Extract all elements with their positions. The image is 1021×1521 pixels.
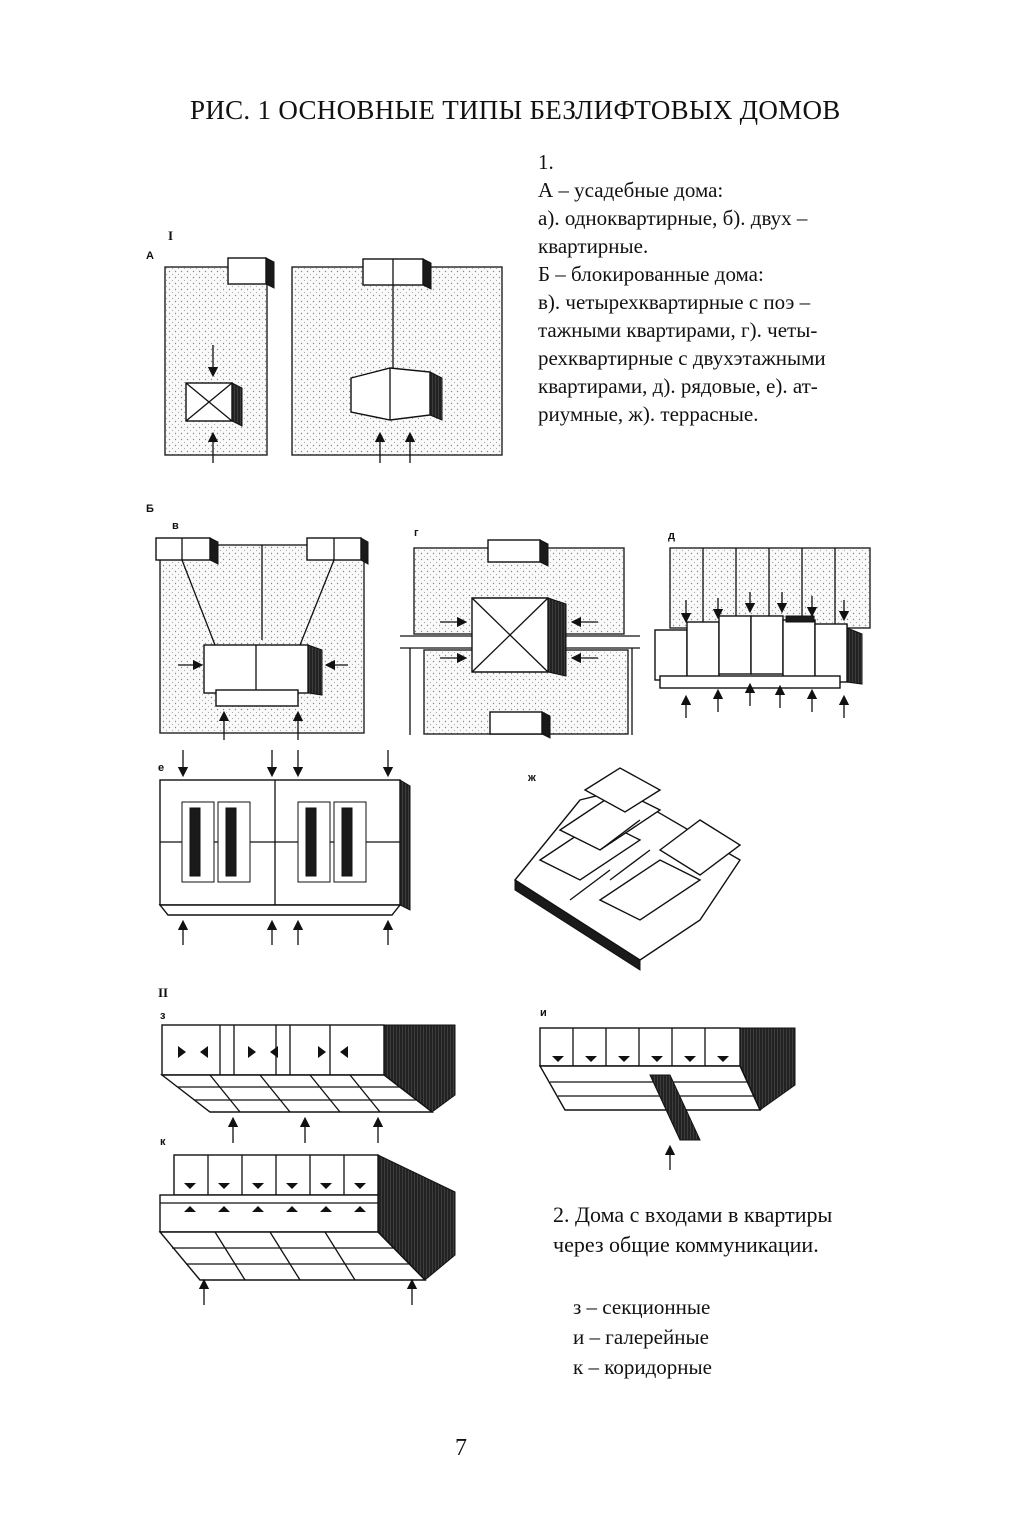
figure-v-four-flat xyxy=(155,537,369,740)
figure-k-corridor xyxy=(158,1154,456,1305)
figure-g-two-storey-flats xyxy=(400,539,640,739)
legend-line: тажными квартирами, г). четы- xyxy=(538,318,818,342)
section-label-roman-1: I xyxy=(168,228,174,243)
figure-a-single-family xyxy=(164,257,275,463)
group-label-b: Б xyxy=(146,503,154,515)
figure-z-sectional xyxy=(159,1024,456,1143)
figure-label-k: к xyxy=(160,1136,166,1148)
group-label-a: А xyxy=(146,250,154,262)
section-label-roman-2: II xyxy=(158,985,169,1000)
figure-label-g: г xyxy=(414,527,419,539)
figure-zh-terraced-houses xyxy=(513,767,742,971)
figure-label-v: в xyxy=(172,520,179,532)
legend-line: к – коридорные xyxy=(573,1355,712,1379)
figure-label-zh: ж xyxy=(528,772,536,784)
legend-line: 2. Дома с входами в квартиры xyxy=(553,1202,833,1227)
legend-group-1: 1. А – усадебные дома: а). одноквартирны… xyxy=(538,148,938,428)
figure-label-e: е xyxy=(158,762,165,774)
legend-group-2: 2. Дома с входами в квартиры через общие… xyxy=(553,1200,953,1260)
legend-line: в). четырехквартирные с поэ – xyxy=(538,290,811,314)
page-title: РИС. 1 ОСНОВНЫЕ ТИПЫ БЕЗЛИФТОВЫХ ДОМОВ xyxy=(190,95,841,125)
legend-line: а). одноквартирные, б). двух – xyxy=(538,206,808,230)
legend-line: Б – блокированные дома: xyxy=(538,262,764,286)
legend-line: рехквартирные с двухэтажными xyxy=(538,346,826,370)
legend-line: з – секционные xyxy=(573,1295,711,1319)
figure-e-atrium-houses xyxy=(158,750,411,945)
figure-i-gallery xyxy=(538,1027,796,1170)
page-number: 7 xyxy=(455,1435,467,1461)
legend-line: квартирами, д). рядовые, е). ат- xyxy=(538,374,818,398)
figure-b-two-family xyxy=(291,258,503,463)
legend-line: и – галерейные xyxy=(573,1325,709,1349)
legend-line: А – усадебные дома: xyxy=(538,178,724,202)
legend-line: риумные, ж). террасные. xyxy=(538,402,759,426)
legend-line: через общие коммуникации. xyxy=(553,1232,819,1257)
legend-line: квартирные. xyxy=(538,234,649,258)
figure-label-i: и xyxy=(540,1007,547,1019)
figure-d-row-houses xyxy=(654,547,871,718)
legend-number: 1. xyxy=(538,150,554,174)
legend-group-3: з – секционные и – галерейные к – коридо… xyxy=(573,1292,873,1382)
figure-label-z: з xyxy=(160,1010,166,1022)
figure-label-d: д xyxy=(668,530,675,542)
